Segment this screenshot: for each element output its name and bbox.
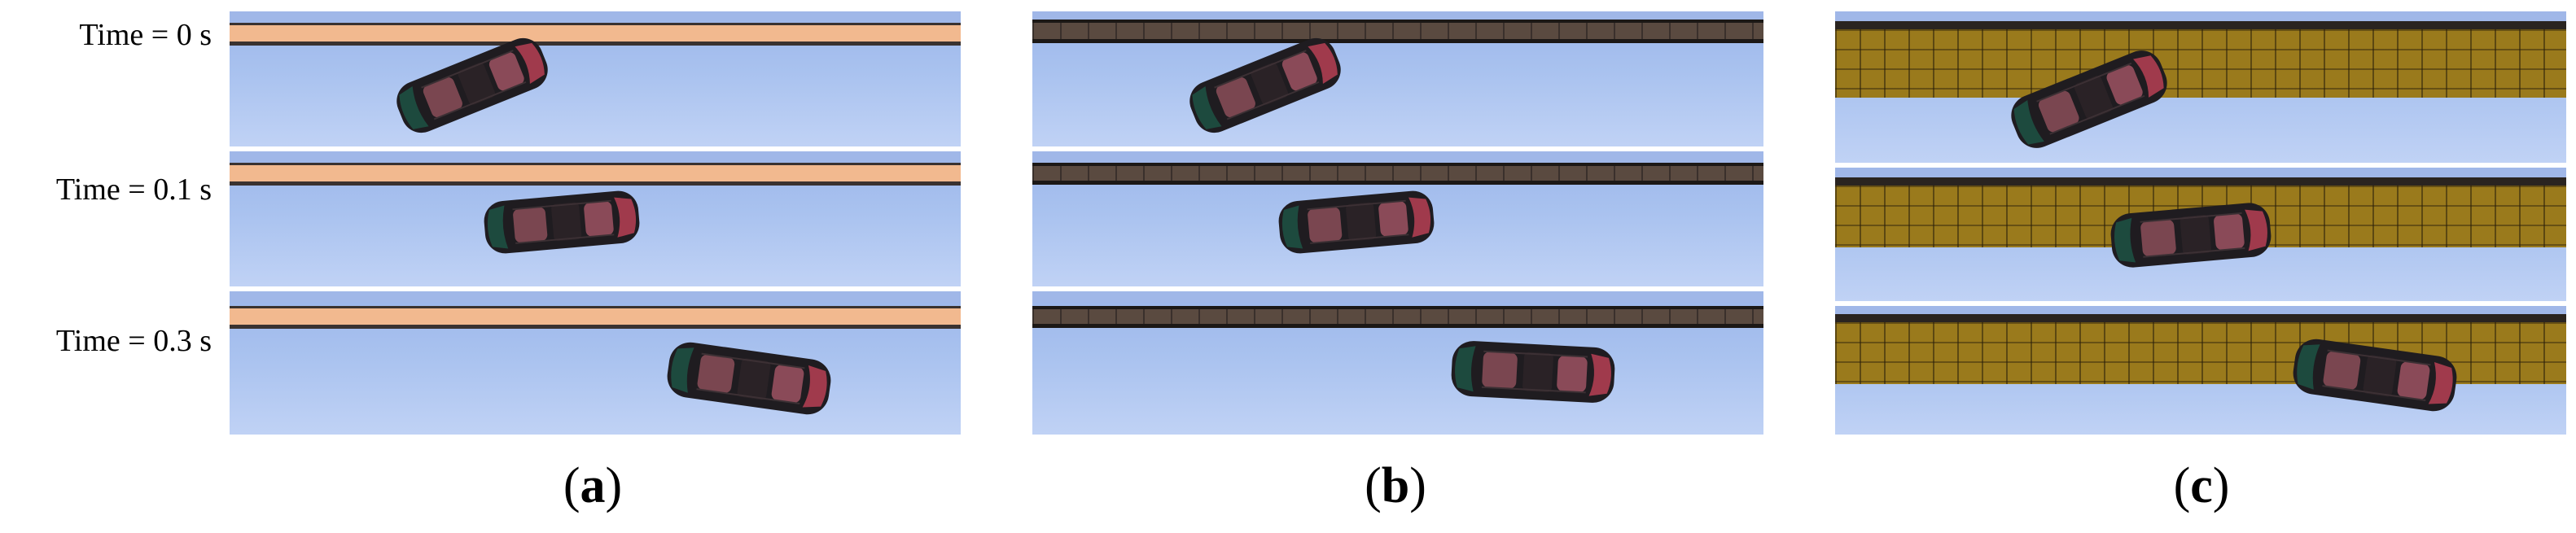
panel-a [230,11,961,435]
car-c-2 [2289,335,2460,415]
car-c-1 [2108,200,2274,270]
barrier-a-2 [230,306,961,329]
barrier-b-0 [1032,20,1763,43]
barrier-b-1 [1032,163,1763,185]
car-a-1 [481,188,642,256]
time-label-0: Time = 0 s [79,18,212,52]
barrier-a-1 [230,163,961,186]
frame-a-0 [230,11,961,146]
frame-b-2 [1032,291,1763,435]
car-a-2 [664,339,835,418]
car-b-1 [1276,188,1437,256]
car-a-0 [389,31,555,140]
panel-label-a: (a) [563,458,623,513]
barrier-c-2 [1835,314,2566,384]
time-label-1: Time = 0.1 s [55,173,212,207]
time-label-2: Time = 0.3 s [55,324,212,358]
frame-c-0 [1835,11,2566,163]
panel-b [1032,11,1763,435]
barrier-c-0 [1835,21,2566,98]
barrier-a-0 [230,23,961,46]
car-c-0 [2004,43,2175,155]
frame-b-0 [1032,11,1763,146]
panel-label-b: (b) [1365,458,1426,513]
frame-a-2 [230,291,961,435]
car-b-0 [1182,31,1348,140]
barrier-b-2 [1032,306,1763,328]
panel-label-c: (c) [2173,458,2230,513]
car-b-2 [1449,339,1617,405]
